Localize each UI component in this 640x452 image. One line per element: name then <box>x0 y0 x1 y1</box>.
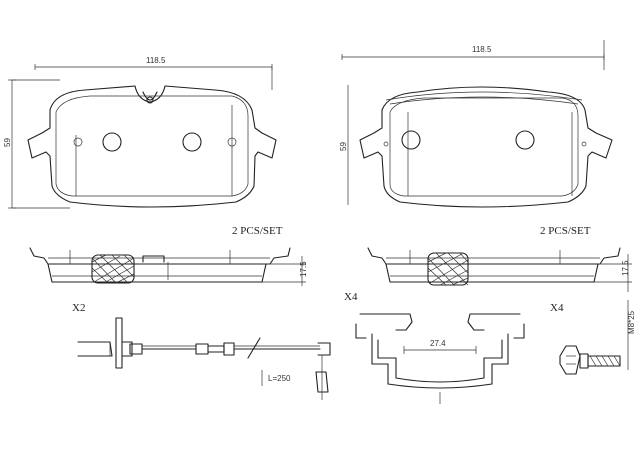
right-pad-plan-view: 118.5 59 <box>339 40 613 208</box>
left-pad-height-dim: 59 <box>3 138 12 147</box>
bolt-thread-dim: M8*25 <box>627 310 636 334</box>
right-pad-thickness-dim: 17.5 <box>621 260 630 276</box>
left-pad-plan-view: 118.5 59 <box>3 56 277 209</box>
left-pad-side-view: 17.5 <box>29 247 308 286</box>
right-pad-side-view: 17.5 <box>367 247 632 292</box>
left-pad-width-dim: 118.5 <box>146 56 166 65</box>
right-pcs-label: 2 PCS/SET <box>540 225 591 237</box>
sensor-qty-label: X2 <box>72 302 85 314</box>
clip-qty-label: X4 <box>344 291 358 303</box>
bolt-drawing: X4 M8*25 <box>550 300 636 375</box>
right-pad-height-dim: 59 <box>339 142 348 151</box>
wear-sensor-drawing: X2 L=250 <box>72 302 331 400</box>
bolt-qty-label: X4 <box>550 302 564 314</box>
clip-width-dim: 27.4 <box>430 339 446 348</box>
right-pad-width-dim: 118.5 <box>472 45 492 54</box>
left-pad-thickness-dim: 17.5 <box>299 261 308 277</box>
sensor-length-dim: L=250 <box>268 374 291 383</box>
left-pcs-label: 2 PCS/SET <box>232 225 283 237</box>
retaining-clip-drawing: X4 27.4 <box>344 291 525 404</box>
